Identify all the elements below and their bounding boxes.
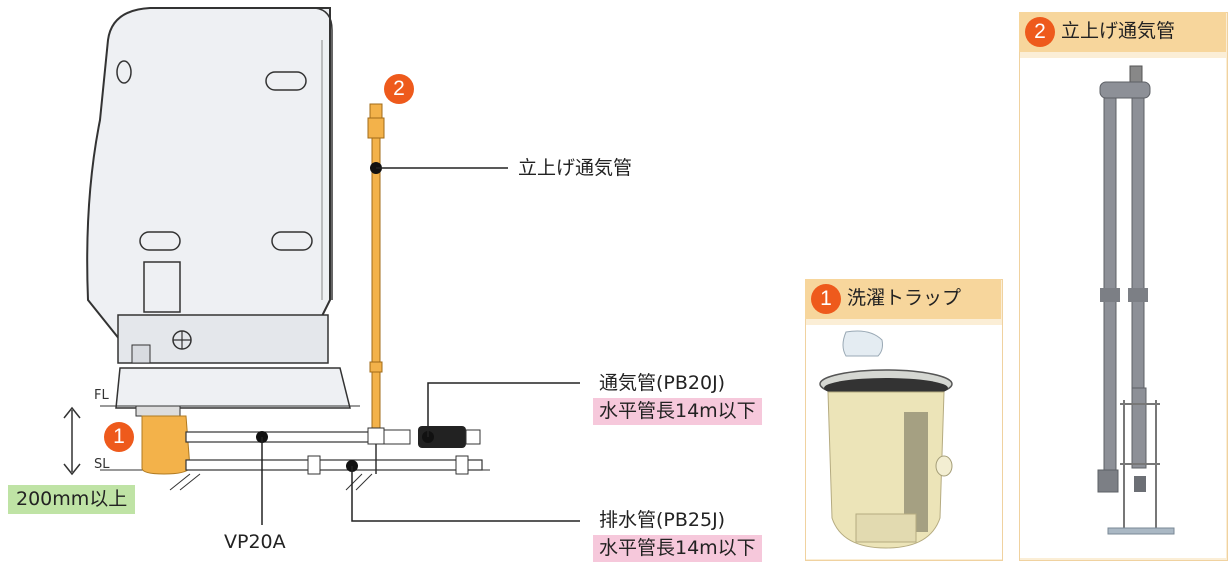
- trap-body: [135, 405, 191, 475]
- height-label: 200mm以上: [8, 485, 136, 514]
- vent-panel-header-layer: 2 立上げ通気管: [1019, 12, 1226, 52]
- horizontal-pipes: [185, 426, 483, 475]
- vent-pipe-badge: 2: [384, 74, 414, 104]
- trap-badge: 1: [104, 422, 134, 452]
- leader-lines: [256, 162, 580, 525]
- trap-panel: [805, 279, 1003, 561]
- vent-pipe-drawing: [367, 103, 385, 474]
- vent-panel-title: 立上げ通気管: [1061, 20, 1176, 42]
- trap-panel-header: 1 洗濯トラップ: [805, 279, 1001, 319]
- vp-label: VP20A: [224, 531, 286, 553]
- air-pipe-label: 通気管(PB20J): [599, 372, 726, 394]
- trap-panel-header-layer: 1 洗濯トラップ: [805, 279, 1001, 319]
- trap-panel-title: 洗濯トラップ: [847, 287, 962, 309]
- height-arrow: [63, 406, 81, 476]
- vent-panel: [1019, 12, 1228, 561]
- washing-machine: [86, 7, 351, 409]
- drain-pipe-label: 排水管(PB25J): [599, 509, 726, 531]
- trap-panel-badge: 1: [811, 284, 841, 314]
- sl-label: SL: [94, 457, 110, 472]
- fl-label: FL: [94, 388, 109, 403]
- vent-panel-header: 2 立上げ通気管: [1019, 12, 1226, 52]
- vent-panel-badge: 2: [1025, 17, 1055, 47]
- air-pipe-length-label: 水平管長14m以下: [593, 398, 762, 425]
- vent-pipe-label: 立上げ通気管: [518, 157, 633, 179]
- floor-lines: [100, 405, 490, 491]
- drain-pipe-length-label: 水平管長14m以下: [593, 535, 762, 562]
